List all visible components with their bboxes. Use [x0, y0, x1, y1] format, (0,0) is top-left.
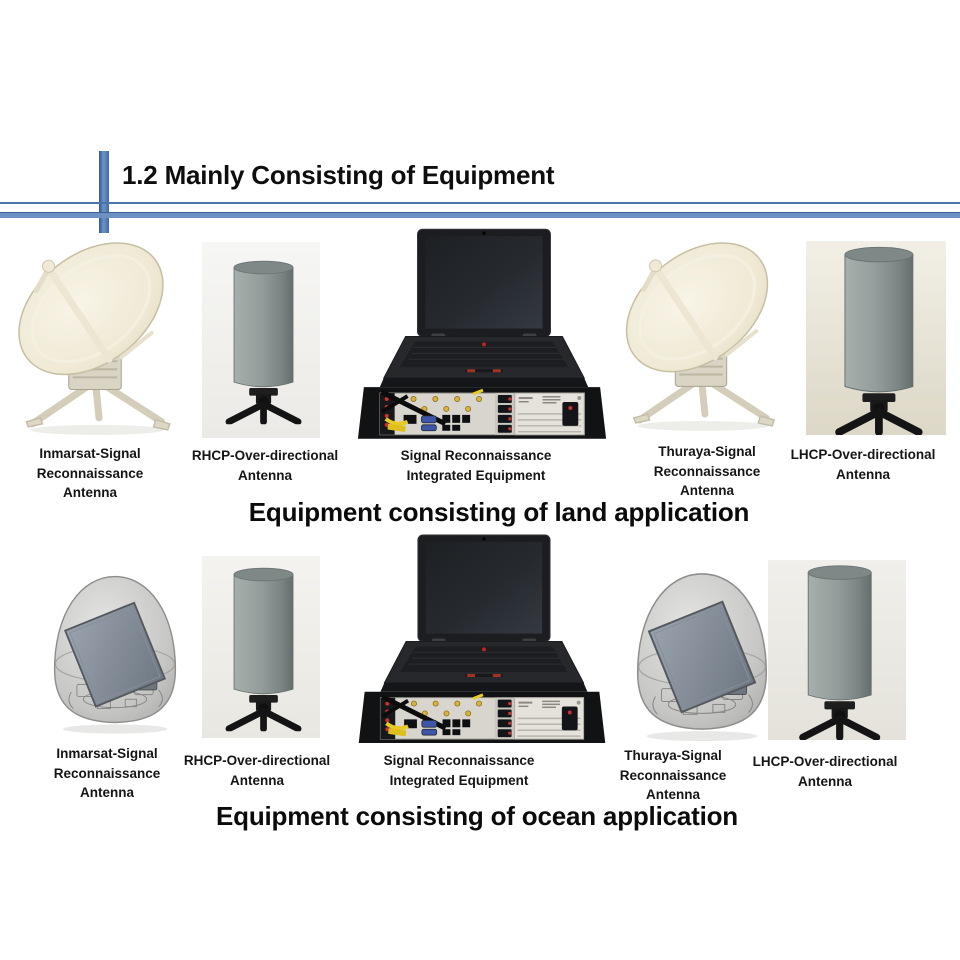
- equipment-label: Thuraya-Signal Reconnaissance Antenna: [653, 444, 761, 499]
- dome-antenna-photo: [36, 556, 194, 744]
- omni-antenna-photo: [768, 560, 906, 740]
- dish-antenna-photo: [8, 236, 180, 438]
- equipment-label: Inmarsat-Signal Reconnaissance Antenna: [36, 446, 144, 501]
- equipment-label: Signal Reconnaissance Integrated Equipme…: [400, 448, 552, 483]
- dish-antenna-photo: [616, 233, 784, 437]
- equipment-label: Thuraya-Signal Reconnaissance Antenna: [619, 748, 727, 803]
- equipment-label: Signal Reconnaissance Integrated Equipme…: [383, 753, 535, 788]
- laptop-rack-equipment-icon: [348, 227, 616, 441]
- header-rule-thin: [0, 202, 960, 204]
- parabolic-dish-antenna-icon: [616, 233, 784, 437]
- equipment-label: Inmarsat-Signal Reconnaissance Antenna: [53, 746, 161, 801]
- dome-radome-antenna-icon: [36, 556, 194, 744]
- equipment-label: LHCP-Over-directional Antenna: [752, 754, 898, 789]
- equipment-label: RHCP-Over-directional Antenna: [183, 753, 331, 788]
- omni-antenna-photo: [806, 241, 946, 435]
- cylindrical-omni-antenna-icon: [806, 241, 946, 435]
- integrated-equipment-photo: [348, 227, 616, 441]
- laptop-rack-equipment-icon: [348, 533, 616, 745]
- section-caption-ocean: Equipment consisting of ocean applicatio…: [216, 801, 738, 831]
- omni-antenna-photo: [202, 556, 320, 738]
- omni-antenna-photo: [202, 242, 320, 438]
- parabolic-dish-antenna-icon: [8, 236, 180, 438]
- header-rule-thick: [0, 212, 960, 218]
- equipment-label: RHCP-Over-directional Antenna: [191, 448, 339, 483]
- title-accent-bar: [99, 151, 109, 233]
- cylindrical-omni-antenna-icon: [768, 560, 906, 740]
- dome-antenna-photo: [616, 558, 788, 746]
- section-caption-land: Equipment consisting of land application: [248, 497, 750, 527]
- page-title: 1.2 Mainly Consisting of Equipment: [122, 160, 555, 190]
- cylindrical-omni-antenna-icon: [202, 242, 320, 438]
- dome-radome-antenna-icon: [616, 558, 788, 746]
- cylindrical-omni-antenna-icon: [202, 556, 320, 738]
- integrated-equipment-photo: [348, 533, 616, 745]
- equipment-label: LHCP-Over-directional Antenna: [790, 447, 936, 482]
